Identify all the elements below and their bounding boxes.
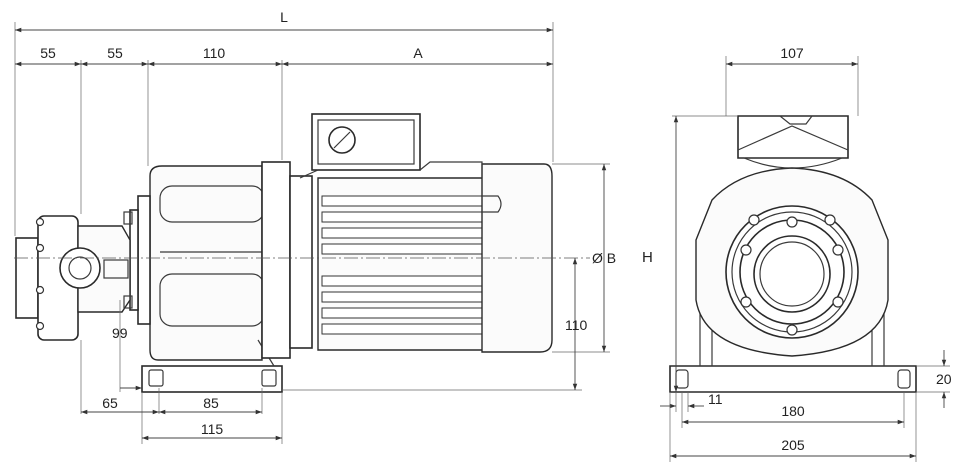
bearing-housing <box>129 161 313 367</box>
bolt-icon <box>832 296 844 308</box>
cooling-fins <box>321 195 483 335</box>
dim-label-foot-offset: 65 <box>102 395 118 411</box>
bolt-icon <box>786 324 798 336</box>
terminal-box <box>299 113 483 179</box>
front-view: 107 H 20 11 180 205 <box>642 45 952 462</box>
bolt-icon <box>748 214 760 226</box>
dim-label-seg1: 55 <box>40 45 56 61</box>
dim-label-A: A <box>413 45 423 61</box>
side-foot <box>141 365 283 393</box>
bolt-icon <box>740 244 752 256</box>
dim-label-foot-bolt-width: 180 <box>781 403 805 419</box>
dim-label-diameter: Ø B <box>592 250 616 266</box>
dim-label-seg3: 110 <box>203 45 226 61</box>
dim-label-foot-length: 115 <box>201 421 224 437</box>
bolt-icon <box>824 214 836 226</box>
dim-label-foot-width: 205 <box>781 437 805 453</box>
dim-label-foot-hole: 11 <box>708 391 723 407</box>
dim-label-seg2: 55 <box>107 45 123 61</box>
dim-label-L: L <box>280 9 288 25</box>
dim-label-top-width: 107 <box>780 45 804 61</box>
bolt-icon <box>832 244 844 256</box>
dim-label-pump-offset: 99 <box>112 325 128 341</box>
dim-label-foot-bolt-spacing: 85 <box>203 395 219 411</box>
bolt-icon <box>740 296 752 308</box>
dim-label-shaft-height: 110 <box>565 317 588 333</box>
bolt-icon <box>786 216 798 228</box>
motor-body <box>299 113 553 353</box>
front-terminal-box <box>737 115 849 169</box>
dim-label-height: H <box>642 249 653 266</box>
flange-bolts <box>740 214 844 336</box>
side-view: L 55 55 110 A Ø B 110 99 65 85 <box>14 9 616 444</box>
dim-label-foot-thickness: 20 <box>936 371 952 387</box>
gear-pump <box>15 211 133 341</box>
